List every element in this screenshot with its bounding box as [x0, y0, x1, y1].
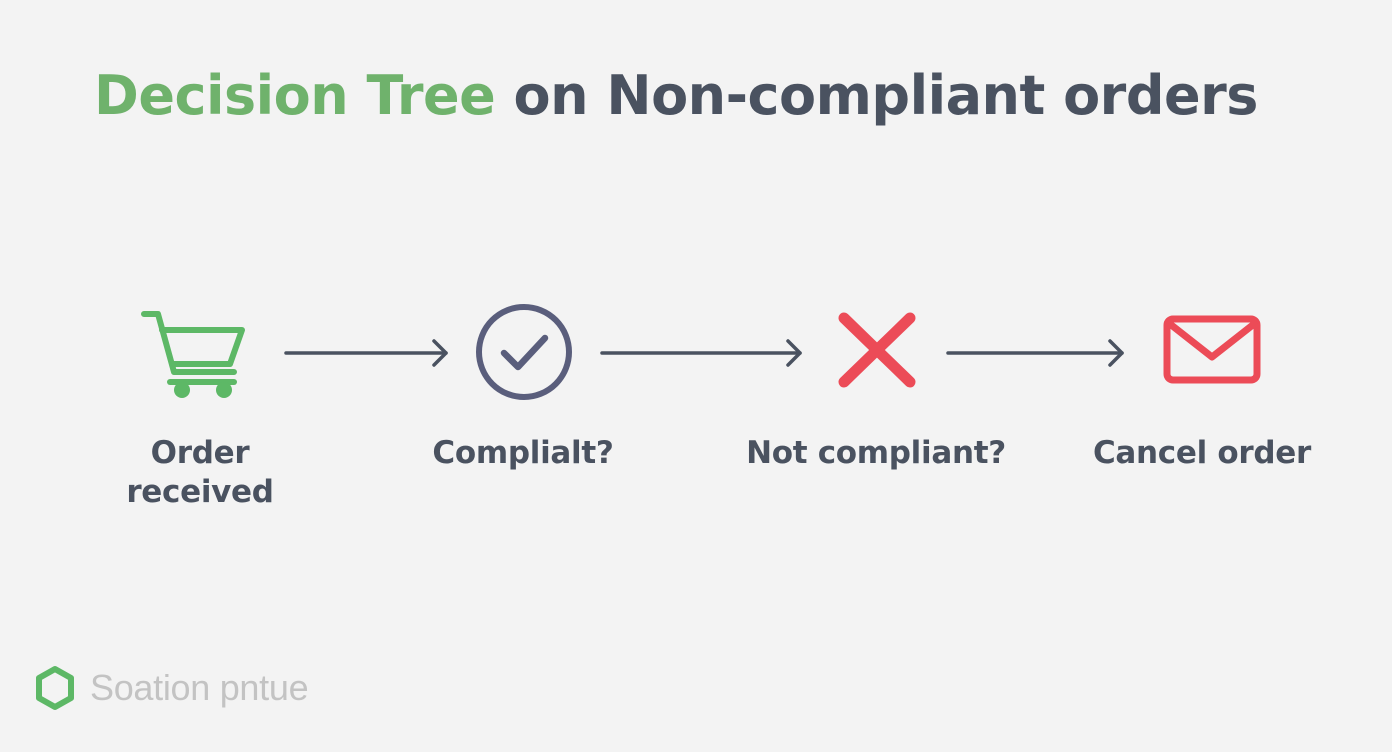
step-label-cancel-order: Cancel order [1092, 435, 1312, 471]
title-accent: Decision Tree [94, 64, 496, 127]
decision-flow: Order received Complialt? Not compliant? [0, 290, 1392, 530]
check-circle-icon [476, 304, 572, 400]
x-mark-icon [838, 312, 916, 388]
brand-footer: Soation pntue [32, 664, 309, 712]
step-label-compliant: Complialt? [432, 435, 614, 471]
step-label-order-received: Order received [126, 435, 274, 510]
shopping-cart-icon [141, 311, 245, 398]
title-rest: on Non-compliant orders [495, 64, 1259, 127]
arrow-right-icon [284, 339, 448, 367]
hexagon-logo-icon [36, 666, 74, 710]
arrow-right-icon [946, 339, 1124, 367]
page-title: Decision Tree on Non-compliant orders [94, 64, 1258, 129]
envelope-icon [1163, 315, 1261, 384]
arrow-right-icon [600, 339, 802, 367]
step-label-not-compliant: Not compliant? [746, 435, 1006, 471]
brand-name: Soation pntue [90, 667, 309, 708]
